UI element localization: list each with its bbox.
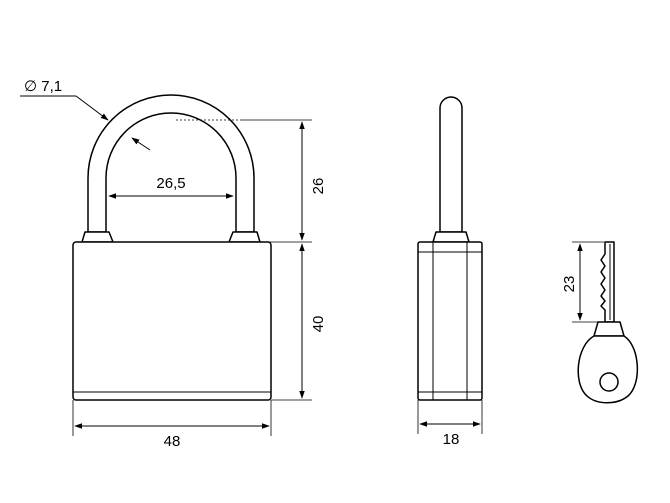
dim-shackle-height: 26 bbox=[299, 121, 327, 241]
shackle-collar-left bbox=[81, 231, 114, 243]
dim-body-height: 40 bbox=[299, 243, 327, 399]
dim-key-length-label: 23 bbox=[561, 276, 578, 293]
side-view bbox=[417, 96, 483, 401]
dim-shackle-diameter-label: ∅ 7,1 bbox=[24, 78, 62, 95]
dim-key-length: 23 bbox=[561, 241, 604, 323]
key-blade bbox=[600, 241, 615, 323]
dim-body-thickness-label: 18 bbox=[443, 431, 460, 448]
front-view bbox=[72, 94, 272, 401]
key-hole bbox=[599, 372, 619, 392]
key bbox=[577, 241, 639, 404]
dim-body-thickness: 18 bbox=[417, 400, 483, 448]
dim-shackle-inner-width: 26,5 bbox=[108, 175, 234, 199]
dim-shackle-inner-width-label: 26,5 bbox=[156, 175, 185, 192]
dim-body-width: 48 bbox=[72, 400, 272, 450]
lock-body bbox=[72, 241, 272, 401]
key-shoulder bbox=[593, 321, 625, 337]
dim-shackle-height-label: 26 bbox=[310, 178, 327, 195]
shackle bbox=[87, 94, 255, 233]
shackle-collar-right bbox=[228, 231, 261, 243]
lock-body-side bbox=[417, 241, 483, 401]
dim-body-width-label: 48 bbox=[164, 433, 181, 450]
dim-shackle-diameter: ∅ 7,1 bbox=[20, 78, 151, 151]
dim-body-height-label: 40 bbox=[310, 316, 327, 333]
shackle-collar-side bbox=[432, 231, 470, 243]
key-bow bbox=[577, 335, 639, 404]
shackle-side bbox=[439, 96, 463, 233]
